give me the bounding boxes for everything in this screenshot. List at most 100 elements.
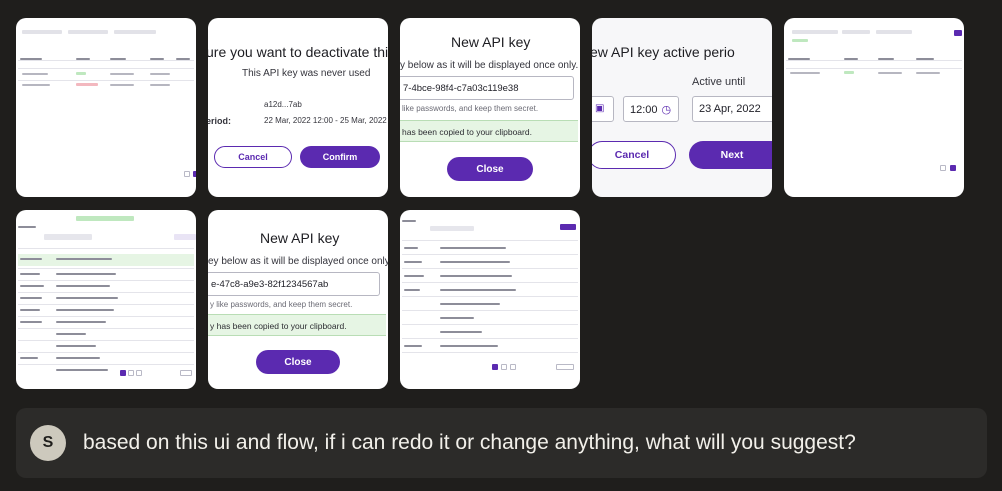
mini-cell xyxy=(20,285,44,287)
mini-divider xyxy=(18,364,194,365)
mini-cell xyxy=(56,369,108,371)
mini-pagination xyxy=(184,171,190,177)
mini-divider xyxy=(402,310,578,311)
mini-status-active xyxy=(844,71,854,74)
mini-cell xyxy=(56,321,106,323)
mini-cell xyxy=(56,357,100,359)
mini-title xyxy=(402,220,416,222)
cancel-button[interactable]: Cancel xyxy=(592,141,676,169)
mini-cell xyxy=(150,84,170,86)
mini-filter xyxy=(68,30,108,34)
secret-note: y like passwords, and keep them secret. xyxy=(210,300,353,309)
mini-divider xyxy=(786,68,962,69)
avatar: S xyxy=(30,425,66,461)
mini-pagination xyxy=(136,370,142,376)
mini-divider xyxy=(402,254,578,255)
dialog-instruction: y below as it will be displayed once onl… xyxy=(400,60,579,71)
mini-header xyxy=(844,58,858,60)
mini-divider xyxy=(18,316,194,317)
mini-badge xyxy=(792,39,808,42)
mini-divider xyxy=(402,338,578,339)
mini-cell xyxy=(150,73,170,75)
mini-cell xyxy=(110,84,134,86)
time-value: 12:00 xyxy=(630,104,658,116)
mini-header xyxy=(20,58,42,60)
thumbnail-new-key-dialog[interactable]: New API key y below as it will be displa… xyxy=(400,18,580,197)
mini-cell xyxy=(22,84,50,86)
mini-cell xyxy=(404,275,424,277)
thumbnail-scopes-table[interactable] xyxy=(400,210,580,389)
mini-header xyxy=(916,58,934,60)
mini-divider xyxy=(402,282,578,283)
mini-cell xyxy=(20,309,40,311)
mini-cell xyxy=(20,273,40,275)
mini-cell xyxy=(878,72,902,74)
time-field[interactable]: 12:00◷ xyxy=(623,96,679,122)
mini-divider xyxy=(18,304,194,305)
mini-cell xyxy=(20,297,42,299)
mini-cell xyxy=(790,72,820,74)
calendar-icon[interactable]: ▣ xyxy=(592,96,614,122)
mini-cell xyxy=(20,258,42,260)
mini-cell xyxy=(440,303,500,305)
mini-cell xyxy=(56,273,116,275)
mini-cell xyxy=(20,321,42,323)
thumbnail-new-key-dialog-2[interactable]: New API key ey below as it will be displ… xyxy=(208,210,388,389)
mini-pagination-active xyxy=(193,171,196,177)
mini-divider xyxy=(18,328,194,329)
mini-cell xyxy=(404,247,418,249)
thumbnail-deactivate-dialog[interactable]: ure you want to deactivate this This API… xyxy=(208,18,388,197)
mini-cell xyxy=(56,333,86,335)
thumbnail-api-keys-table[interactable] xyxy=(16,18,196,197)
clock-icon: ◷ xyxy=(661,104,672,116)
thumbnail-active-period-dialog[interactable]: ew API key active perio Active until ▣ 1… xyxy=(592,18,772,197)
close-button[interactable]: Close xyxy=(256,350,340,374)
active-until-label: Active until xyxy=(692,76,746,88)
mini-cell xyxy=(56,297,118,299)
period-value: 22 Mar, 2022 12:00 - 25 Mar, 2022 xyxy=(264,116,387,125)
mini-cell xyxy=(440,289,516,291)
mini-button xyxy=(174,234,196,240)
dialog-instruction: ey below as it will be displayed once on… xyxy=(208,256,388,267)
chat-message: S based on this ui and flow, if i can re… xyxy=(16,408,987,478)
mini-pagination-active xyxy=(950,165,956,171)
mini-header xyxy=(176,58,190,60)
mini-divider xyxy=(18,248,194,249)
mini-cell xyxy=(110,73,134,75)
mini-cell xyxy=(56,345,96,347)
mini-cell xyxy=(20,357,38,359)
period-label: eriod: xyxy=(208,116,232,126)
mini-cell xyxy=(56,285,110,287)
mini-pagination xyxy=(501,364,507,370)
mini-header xyxy=(110,58,126,60)
mini-add-button xyxy=(954,30,962,36)
date-field[interactable]: 23 Apr, 2022 xyxy=(692,96,772,122)
api-key-field[interactable]: 7-4bce-98f4-c7a03c119e38 xyxy=(400,76,574,100)
mini-divider xyxy=(18,68,194,69)
mini-divider xyxy=(786,60,962,61)
next-button[interactable]: Next xyxy=(689,141,772,169)
mini-highlight-row xyxy=(18,254,194,266)
thumbnail-permissions-table[interactable] xyxy=(16,210,196,389)
mini-cell xyxy=(404,289,420,291)
key-preview: a12d...7ab xyxy=(264,100,302,109)
thumbnail-api-keys-table-single[interactable] xyxy=(784,18,964,197)
mini-divider xyxy=(402,352,578,353)
mini-divider xyxy=(402,268,578,269)
copied-notice: y has been copied to your clipboard. xyxy=(208,314,386,336)
mini-cell xyxy=(440,275,512,277)
close-button[interactable]: Close xyxy=(447,157,533,181)
mini-filter xyxy=(22,30,62,34)
mini-pagination xyxy=(940,165,946,171)
secret-note: like passwords, and keep them secret. xyxy=(402,104,539,113)
mini-cell xyxy=(440,345,498,347)
mini-divider xyxy=(18,280,194,281)
mini-toast xyxy=(76,216,134,221)
mini-header xyxy=(76,58,90,60)
mini-divider xyxy=(18,268,194,269)
mini-page-size xyxy=(180,370,192,376)
mini-page-size xyxy=(556,364,574,370)
api-key-field[interactable]: e-47c8-a9e3-82f1234567ab xyxy=(208,272,380,296)
confirm-button[interactable]: Confirm xyxy=(300,146,380,168)
cancel-button[interactable]: Cancel xyxy=(214,146,292,168)
